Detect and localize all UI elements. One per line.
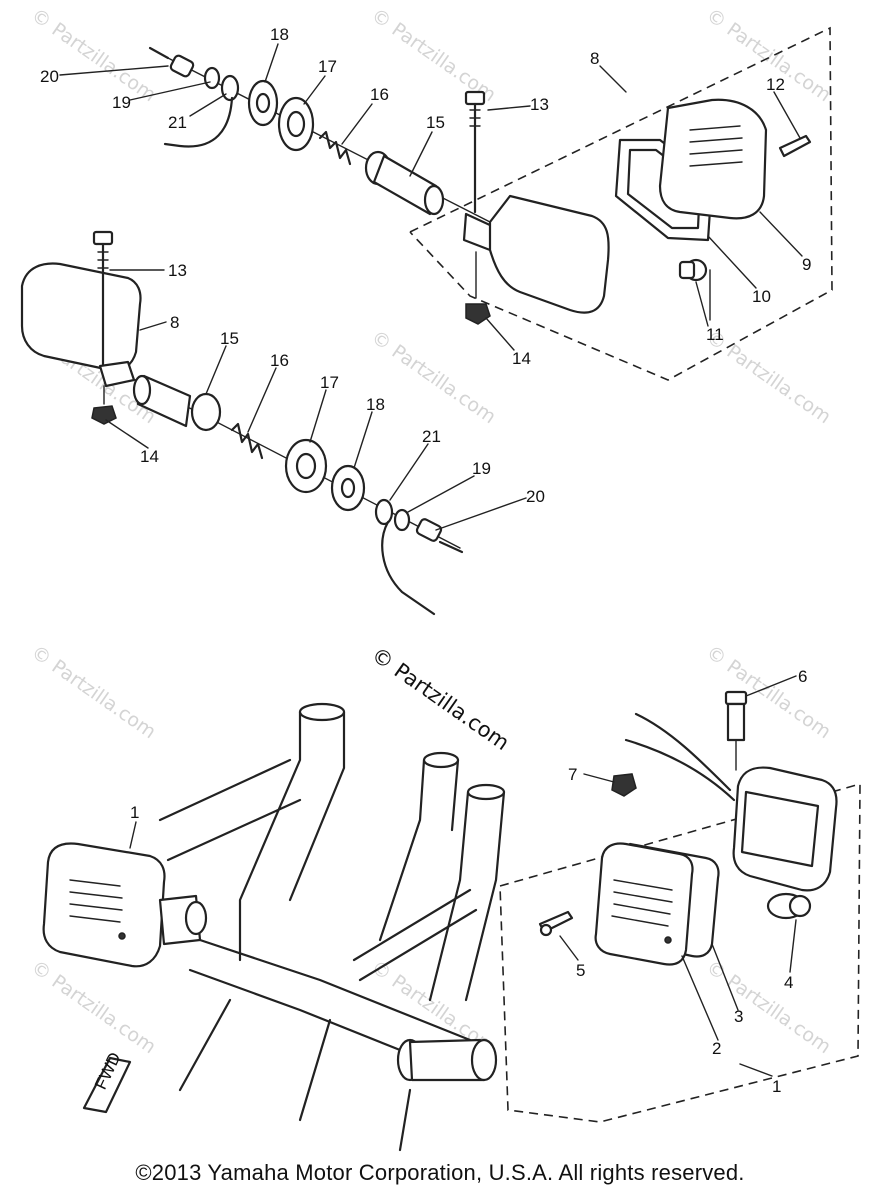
flasher-1-housing	[42, 842, 166, 968]
callouts-front: 13 8 15 16 17 18 21 19 20 14	[140, 261, 545, 506]
callout-3: 3	[734, 1007, 743, 1026]
callout-13: 13	[530, 95, 549, 114]
watermark: © Partzilla.com	[27, 4, 160, 106]
callout-11: 11	[706, 325, 724, 344]
rear-flasher-assembly: 20 19 21 18 17 16 15 13 8 12 9 10 11 14	[40, 25, 833, 381]
callout-14: 14	[140, 447, 159, 466]
callout-19: 19	[112, 93, 131, 112]
callout-19: 19	[472, 459, 491, 478]
watermark: © Partzilla.com	[27, 641, 160, 743]
callout-1: 1	[130, 803, 139, 822]
callout-2: 2	[712, 1039, 721, 1058]
frame-assembly: FWD	[42, 667, 861, 1152]
front-flasher-assembly: 13 8 15 16 17 18 21 19 20 14	[20, 230, 545, 616]
callout-20: 20	[526, 487, 545, 506]
callout-15: 15	[220, 329, 239, 348]
callout-10: 10	[752, 287, 771, 306]
watermark: © Partzilla.com	[367, 326, 500, 428]
assembly-1-boundary	[499, 782, 861, 1123]
callout-18: 18	[270, 25, 289, 44]
callout-16: 16	[270, 351, 289, 370]
copyright-notice: ©2013 Yamaha Motor Corporation, U.S.A. A…	[135, 1160, 745, 1185]
callout-16: 16	[370, 85, 389, 104]
callout-13: 13	[168, 261, 187, 280]
callout-14: 14	[512, 349, 531, 368]
callout-15: 15	[426, 113, 445, 132]
callout-17: 17	[320, 373, 339, 392]
front-housing	[20, 262, 142, 372]
callout-17: 17	[318, 57, 337, 76]
assembly-8-boundary	[409, 26, 833, 381]
callout-21: 21	[168, 113, 187, 132]
callout-12: 12	[766, 75, 785, 94]
callout-7: 7	[568, 765, 577, 784]
callout-8: 8	[170, 313, 179, 332]
watermark: © Partzilla.com	[27, 956, 160, 1058]
callout-1-assembly: 1	[772, 1077, 781, 1096]
callout-4: 4	[784, 973, 793, 992]
fwd-arrow: FWD	[82, 1049, 132, 1114]
callout-21: 21	[422, 427, 441, 446]
callouts-bottom: 1 6 7 5 3 2 4 1	[130, 667, 807, 1096]
rear-housing	[488, 194, 610, 314]
callout-5: 5	[576, 961, 585, 980]
callout-18: 18	[366, 395, 385, 414]
callout-20: 20	[40, 67, 59, 86]
callout-8: 8	[590, 49, 599, 68]
center-watermark: © Partzilla.com	[367, 642, 514, 755]
watermark: © Partzilla.com	[702, 641, 835, 743]
callout-6: 6	[798, 667, 807, 686]
callout-9: 9	[802, 255, 811, 274]
callouts-rear: 20 19 21 18 17 16 15 13 8 12 9 10 11 14	[40, 25, 811, 368]
